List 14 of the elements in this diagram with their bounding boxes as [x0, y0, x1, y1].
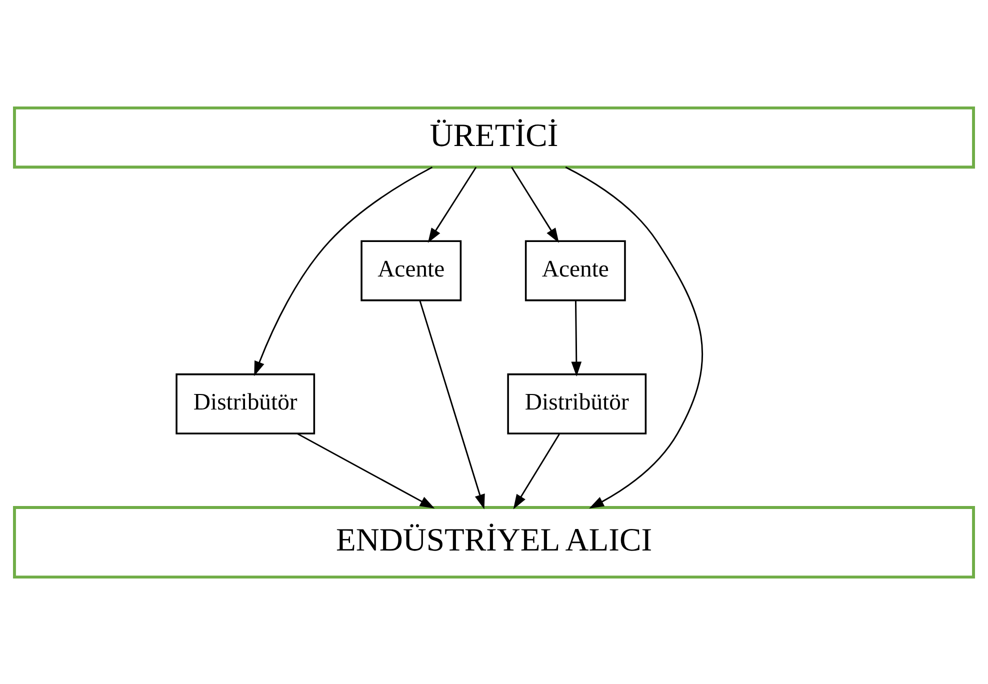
arrow	[419, 300, 485, 509]
node-box: Distribütör	[507, 372, 647, 434]
arrow	[565, 166, 704, 508]
arrow	[254, 166, 433, 376]
arrow	[511, 166, 559, 242]
node-box: ENDÜSTRİYEL ALICI	[13, 506, 975, 578]
node-box: Distribütör	[176, 372, 316, 434]
arrow	[571, 300, 582, 376]
arrow	[297, 432, 435, 508]
node-box: ÜRETİCİ	[13, 106, 975, 168]
arrow	[428, 166, 477, 242]
node-box: Acente	[524, 240, 626, 301]
arrow	[513, 433, 560, 509]
node-box: Acente	[360, 240, 462, 301]
